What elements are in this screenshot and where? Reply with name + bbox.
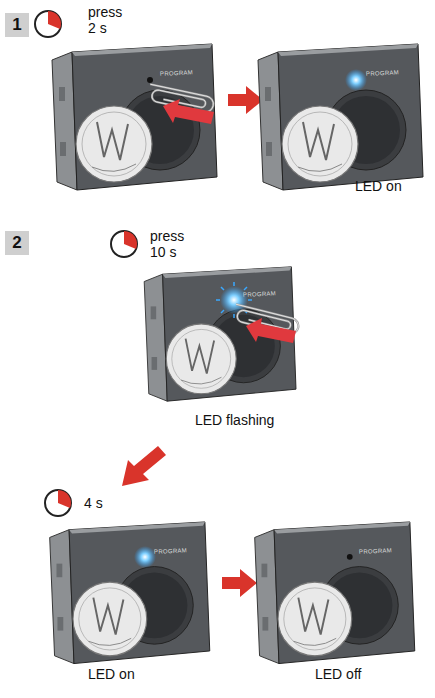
device	[258, 44, 423, 190]
step-number: 1	[12, 15, 21, 35]
timer-icon	[35, 11, 61, 37]
device	[52, 44, 217, 190]
led-on	[134, 546, 156, 568]
timer-icon	[45, 490, 71, 516]
flash-rays	[216, 282, 252, 318]
timer-icon	[111, 231, 137, 257]
transition-arrow	[228, 86, 263, 114]
status-text: LED off	[315, 666, 361, 682]
device	[255, 522, 415, 664]
device	[50, 522, 210, 664]
status-text: LED on	[355, 178, 402, 194]
instruction-text: press 10 s	[150, 228, 190, 260]
step-number-box: 2	[5, 231, 29, 255]
transition-arrow	[122, 446, 166, 486]
press-arrow	[246, 318, 296, 343]
status-text: LED flashing	[195, 412, 274, 428]
instruction-text: 4 s	[84, 495, 103, 511]
step-number: 2	[12, 233, 21, 253]
status-text: LED on	[88, 666, 135, 682]
transition-arrow	[222, 569, 257, 597]
device	[144, 267, 296, 401]
press-arrow	[163, 99, 214, 124]
led-on	[345, 69, 367, 91]
step-number-box: 1	[5, 13, 29, 37]
instruction-text: press 2 s	[88, 4, 128, 36]
